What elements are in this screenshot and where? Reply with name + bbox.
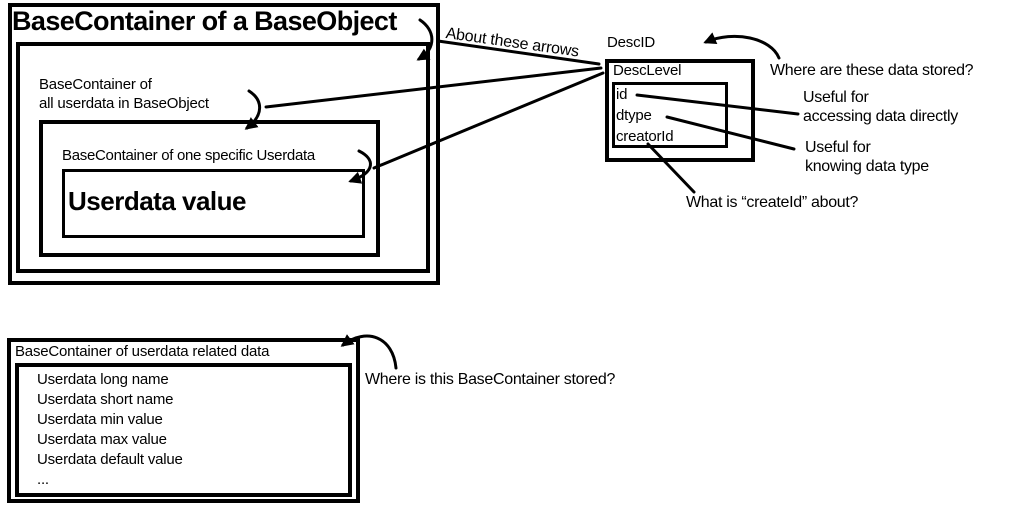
useful-type-line1: Useful for [805,139,871,156]
useful-access-line1: Useful for [803,89,869,106]
specific-userdata-label: BaseContainer of one specific Userdata [62,147,315,164]
desc-field-dtype: dtype [616,107,652,124]
related-data-outer-box [7,338,360,503]
related-data-item: Userdata long name [37,371,169,388]
useful-access-line2: accessing data directly [803,108,958,125]
useful-type-line2: knowing data type [805,158,929,175]
hook-arrow-descid-icon [703,32,781,60]
related-data-item: ... [37,471,49,488]
where-container-stored-annotation: Where is this BaseContainer stored? [365,371,616,388]
descid-label: DescID [607,34,655,51]
desc-field-creatorid: creatorId [616,128,674,145]
related-data-item: Userdata min value [37,411,163,428]
related-data-item: Userdata short name [37,391,174,408]
desclevel-label: DescLevel [613,62,682,79]
related-data-item: Userdata max value [37,431,167,448]
userdata-value-box [62,169,365,238]
useful-type-annotation: Useful for knowing data type [805,138,929,176]
what-is-createid-annotation: What is “createId” about? [686,194,859,211]
useful-access-annotation: Useful for accessing data directly [803,88,958,126]
all-userdata-label: BaseContainer of all userdata in BaseObj… [39,75,209,113]
related-data-title: BaseContainer of userdata related data [15,343,270,360]
specific-userdata-container-box [39,120,380,257]
where-data-stored-annotation: Where are these data stored? [770,62,974,79]
related-data-list: Userdata long name Userdata short name U… [37,370,183,490]
all-userdata-label-line2: all userdata in BaseObject [39,95,209,112]
all-userdata-label-line1: BaseContainer of [39,76,152,93]
about-arrows-annotation: About these arrows [444,25,580,61]
baseobject-container-title: BaseContainer of a BaseObject [12,6,397,36]
desc-field-id: id [616,86,628,103]
related-data-item: Userdata default value [37,451,183,468]
userdata-value-label: Userdata value [68,186,246,216]
related-data-inner-box [15,363,352,497]
desclevel-fields: id dtype creatorId [616,84,674,147]
